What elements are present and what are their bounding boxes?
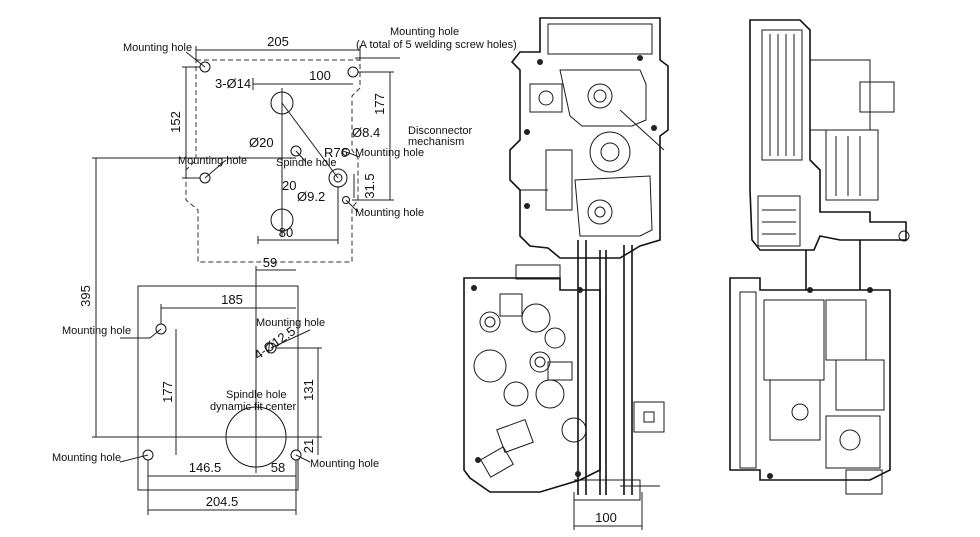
top-bracket [547,23,653,55]
label-mounting-hole-lower-left: Mounting hole [62,325,131,337]
dim-131: 131 [301,379,316,401]
spring-stack [761,29,803,161]
dim-r76: R76 [324,145,348,160]
lower-mechanism-plate [463,277,601,493]
label-mounting-hole-right-2: Mounting hole [355,207,424,219]
main-cam [589,131,631,173]
upper-side-frame [749,19,907,251]
label-disconnector: Disconnector [408,125,473,137]
label-mounting-hole-tl: Mounting hole [123,42,192,54]
mechanism-front-view: 100 [463,17,669,530]
dim-205: 205 [267,34,289,49]
dim-185: 185 [221,292,243,307]
contact-stack [825,129,879,201]
label-dynamic-fit-center: dynamic fit center [210,401,297,413]
label-mounting-hole-right-1: Mounting hole [355,147,424,159]
dim-phi8-4: Ø8.4 [352,125,380,140]
right-bracket [633,401,665,433]
lower-cam [587,199,613,225]
lower-plate-outline [137,285,299,491]
dim-177-top: 177 [372,93,387,115]
dim-177-low: 177 [160,381,175,403]
radius-line-r76 [281,102,339,179]
dim-395: 395 [78,285,93,307]
label-mounting-hole-bottom-right: Mounting hole [310,458,379,470]
mechanism-side-view [729,19,910,495]
label-mechanism: mechanism [408,136,464,148]
dim-59: 59 [263,255,277,270]
dim-100-bottom: 100 [595,510,617,525]
dim-146-5: 146.5 [189,460,222,475]
label-mounting-hole-tr: Mounting hole [390,26,459,38]
mounting-hole-top-right [347,66,359,78]
dim-21: 21 [301,439,316,453]
upper-gear [587,83,613,109]
dim-80: 80 [279,225,293,240]
dim-20: 20 [282,178,296,193]
dim-58: 58 [271,460,285,475]
closing-coil [496,418,534,454]
label-mounting-hole-bottom-left: Mounting hole [52,452,121,464]
motor-housing [763,299,825,381]
dim-31-5: 31.5 [362,173,377,198]
lower-gear-2 [521,303,551,333]
aux-switch-box [529,83,563,113]
label-mounting-hole-left-mid: Mounting hole [178,155,247,167]
label-welding-screw-holes: (A total of 5 welding screw holes) [356,39,517,51]
dim-100-top: 100 [309,68,331,83]
dim-152: 152 [168,111,183,133]
label-mounting-hole-lower-right: Mounting hole [256,317,325,329]
dim-4-phi12-5: 4-Ø12.5 [251,323,298,362]
upper-plate-outline [185,59,361,263]
dim-3-phi14: 3-Ø14 [215,76,251,91]
mounting-dimension-view: 205 100 3-Ø14 152 177 Ø8.4 Ø20 R76 20 Ø9… [52,26,517,515]
upper-coil [757,195,801,247]
lower-side-frame [729,277,891,481]
lower-gear-1 [479,311,501,333]
upper-mechanism-frame [509,17,669,259]
dim-phi9-2: Ø9.2 [297,189,325,204]
upper-gearbox [809,59,871,131]
dim-204-5: 204.5 [206,494,239,509]
dim-phi20: Ø20 [249,135,274,150]
label-spindle-hole: Spindle hole [276,157,337,169]
label-spindle-hole-fit: Spindle hole [226,389,287,401]
spring-drum [473,349,507,383]
lower-gear-set [825,415,881,469]
